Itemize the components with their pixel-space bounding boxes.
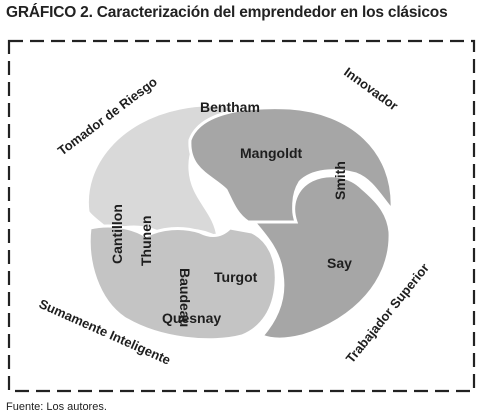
piece-highly-intelligent <box>87 224 278 342</box>
piece-superior-worker <box>250 174 392 341</box>
author-mangoldt: Mangoldt <box>240 145 303 161</box>
author-cantillon: Cantillon <box>109 204 125 264</box>
author-quesnay: Quesnay <box>162 310 221 326</box>
author-bentham: Bentham <box>200 99 260 115</box>
author-smith: Smith <box>332 161 348 200</box>
author-thunen: Thunen <box>138 215 154 266</box>
dashed-frame <box>7 39 476 393</box>
figure-title: GRÁFICO 2. Caracterización del emprended… <box>6 4 448 21</box>
piece-innovator <box>188 106 394 224</box>
label-innovator: Innovador <box>341 64 401 113</box>
author-baudeau: Baudeau <box>177 268 193 327</box>
source-note: Fuente: Los autores. <box>6 401 107 413</box>
author-turgot: Turgot <box>214 269 258 285</box>
author-say: Say <box>327 255 352 271</box>
